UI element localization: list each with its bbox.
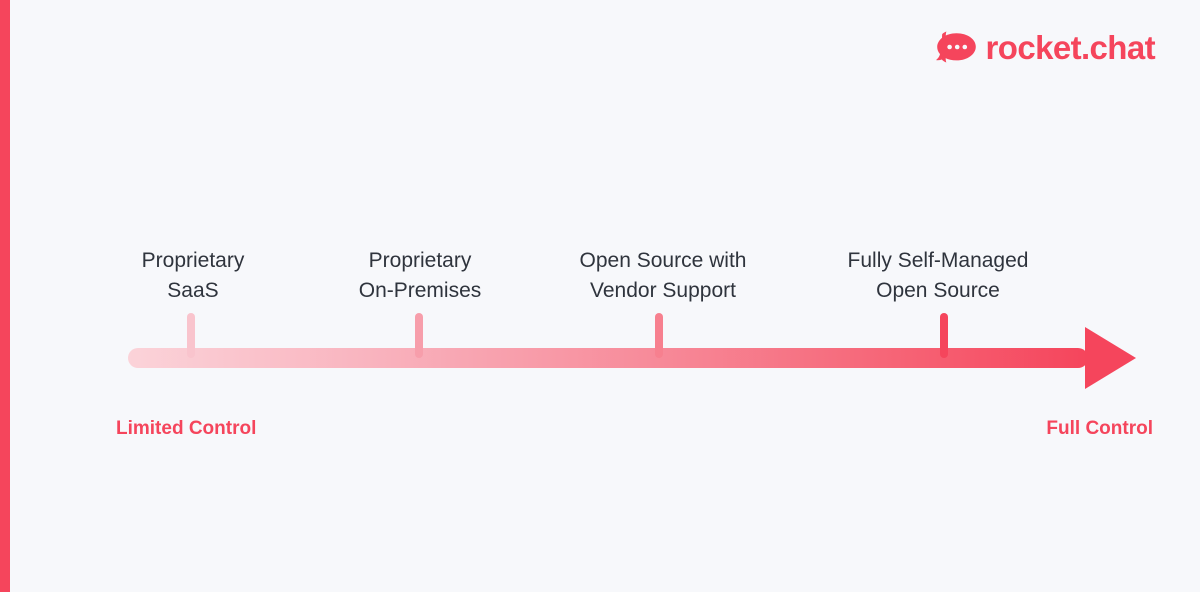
rocket-chat-bubble-icon: [934, 29, 976, 65]
axis-end-caption: Full Control: [1046, 418, 1153, 439]
stage-label-open-source-vendor-support: Open Source with Vendor Support: [580, 246, 747, 306]
stage-label-proprietary-on-premises: Proprietary On-Premises: [359, 246, 482, 306]
right-arrow-icon: [1085, 327, 1136, 389]
stage-label-line1: Proprietary: [368, 249, 472, 272]
stage-tick: [415, 313, 423, 358]
stage-label-line2: SaaS: [167, 279, 219, 302]
rocket-chat-logo: rocket.chat: [934, 25, 1156, 69]
brand-wordmark: rocket.chat: [985, 28, 1156, 66]
spectrum-bar: [128, 348, 1088, 368]
stage-tick: [655, 313, 663, 358]
stage-label-line1: Proprietary: [141, 249, 245, 272]
stage-label-line2: Open Source: [876, 279, 1000, 302]
stage-tick: [187, 313, 195, 358]
stage-label-line2: Vendor Support: [590, 279, 736, 302]
stage-tick: [940, 313, 948, 358]
stage-label-line2: On-Premises: [358, 279, 482, 302]
axis-start-caption: Limited Control: [116, 418, 257, 439]
stage-label-proprietary-saas: Proprietary SaaS: [142, 246, 245, 306]
left-accent-stripe: [0, 0, 10, 592]
stage-label-line1: Open Source with: [579, 249, 747, 272]
stage-label-fully-self-managed-open-source: Fully Self-Managed Open Source: [848, 246, 1029, 306]
stage-label-line1: Fully Self-Managed: [847, 249, 1029, 272]
